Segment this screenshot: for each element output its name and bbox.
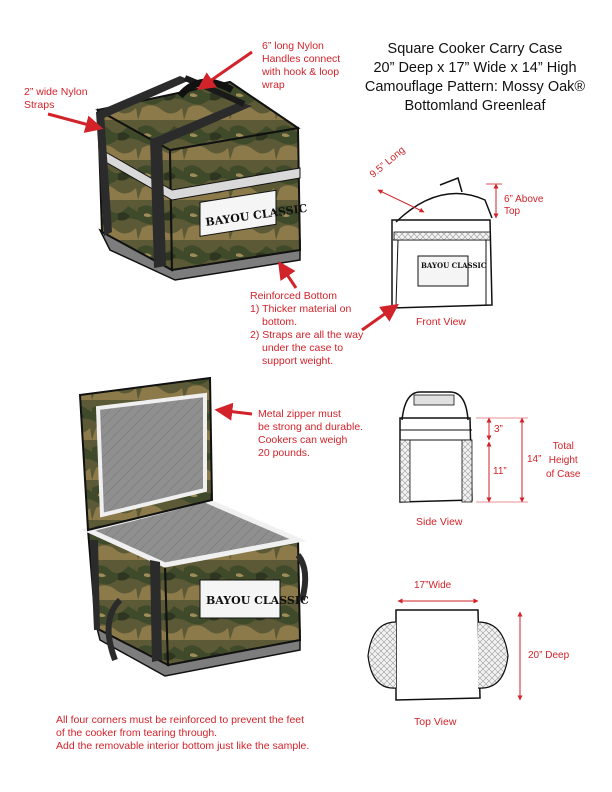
side-top-dim-label: 3”: [494, 424, 503, 435]
bottom-callout-heading: Reinforced Bottom: [250, 290, 337, 302]
zipper-callout: Metal zipper must be strong and durable.…: [258, 408, 363, 460]
side-view-drawing: [399, 391, 473, 503]
zipper-callout-line: be strong and durable.: [258, 421, 364, 433]
title-line-3: Camouflage Pattern: Mossy Oak®: [364, 79, 586, 95]
bottom-callout-item: under the case to: [262, 342, 344, 354]
straps-callout-line: Straps: [24, 99, 55, 111]
footer-note-line: All four corners must be reinforced to p…: [56, 714, 305, 726]
front-view-drawing: [391, 177, 493, 309]
top-depth-label: 20” Deep: [528, 650, 570, 661]
side-total-dim-label: 14”: [527, 454, 542, 465]
footer-note: All four corners must be reinforced to p…: [56, 714, 309, 753]
bottom-callout-item: support weight.: [262, 355, 334, 367]
zipper-callout-line: Metal zipper must: [258, 408, 341, 420]
open-case-logo: BAYOU CLASSIC: [206, 594, 309, 607]
zipper-callout-line: Cookers can weigh: [258, 434, 348, 446]
side-total-label-line: Total: [552, 441, 574, 452]
straps-callout-line: 2” wide Nylon: [24, 86, 88, 98]
zipper-callout-line: 20 pounds.: [258, 447, 310, 459]
bottom-callout: Reinforced Bottom 1) Thicker material on…: [250, 290, 363, 368]
side-body-dim-label: 11”: [493, 466, 507, 477]
straps-callout: 2” wide Nylon Straps: [24, 86, 88, 112]
side-total-label-line: of Case: [546, 469, 581, 480]
title-block: Square Cooker Carry Case 20” Deep x 17” …: [360, 40, 590, 116]
top-view-drawing: [367, 609, 509, 701]
title-line-1: Square Cooker Carry Case: [387, 41, 563, 57]
front-view-logo: BAYOU CLASSIC: [421, 261, 487, 270]
handles-callout-line: wrap: [262, 79, 285, 91]
side-total-height-label: Total Height of Case: [546, 440, 580, 482]
front-above-top-line: Top: [504, 206, 521, 217]
bottom-callout-item: bottom.: [262, 316, 298, 328]
front-above-top-line: 6” Above: [504, 194, 544, 205]
bottom-arrow: [278, 261, 298, 289]
closed-case-illustration: [95, 75, 302, 281]
zipper-arrow: [214, 402, 253, 421]
top-view-label: Top View: [414, 716, 457, 728]
title-line-4: Bottomland Greenleaf: [404, 98, 546, 114]
handles-callout-line: 6” long Nylon: [262, 40, 324, 52]
title-line-2: 20” Deep x 17” Wide x 14” High: [373, 60, 577, 76]
handles-callout-line: with hook & loop: [262, 66, 340, 78]
footer-note-line: of the cooker from tearing through.: [56, 727, 218, 739]
front-bottom-arrow: [361, 303, 399, 332]
bottom-callout-item: 1) Thicker material on: [250, 303, 352, 315]
footer-note-line: Add the removable interior bottom just l…: [56, 740, 310, 752]
handles-callout: 6” long Nylon Handles connect with hook …: [262, 40, 340, 92]
open-case-illustration: [78, 376, 309, 677]
top-width-label: 17”Wide: [414, 580, 452, 591]
front-above-top-label: 6” Above Top: [504, 194, 543, 218]
front-view-label: Front View: [416, 316, 466, 328]
side-total-label-line: Height: [548, 455, 578, 466]
bottom-callout-item: 2) Straps are all the way: [250, 329, 364, 341]
straps-arrow: [47, 112, 104, 133]
side-view-label: Side View: [416, 516, 463, 528]
front-handle-dim-line: [377, 189, 425, 213]
handles-arrow: [197, 50, 253, 91]
handles-callout-line: Handles connect: [262, 53, 341, 65]
